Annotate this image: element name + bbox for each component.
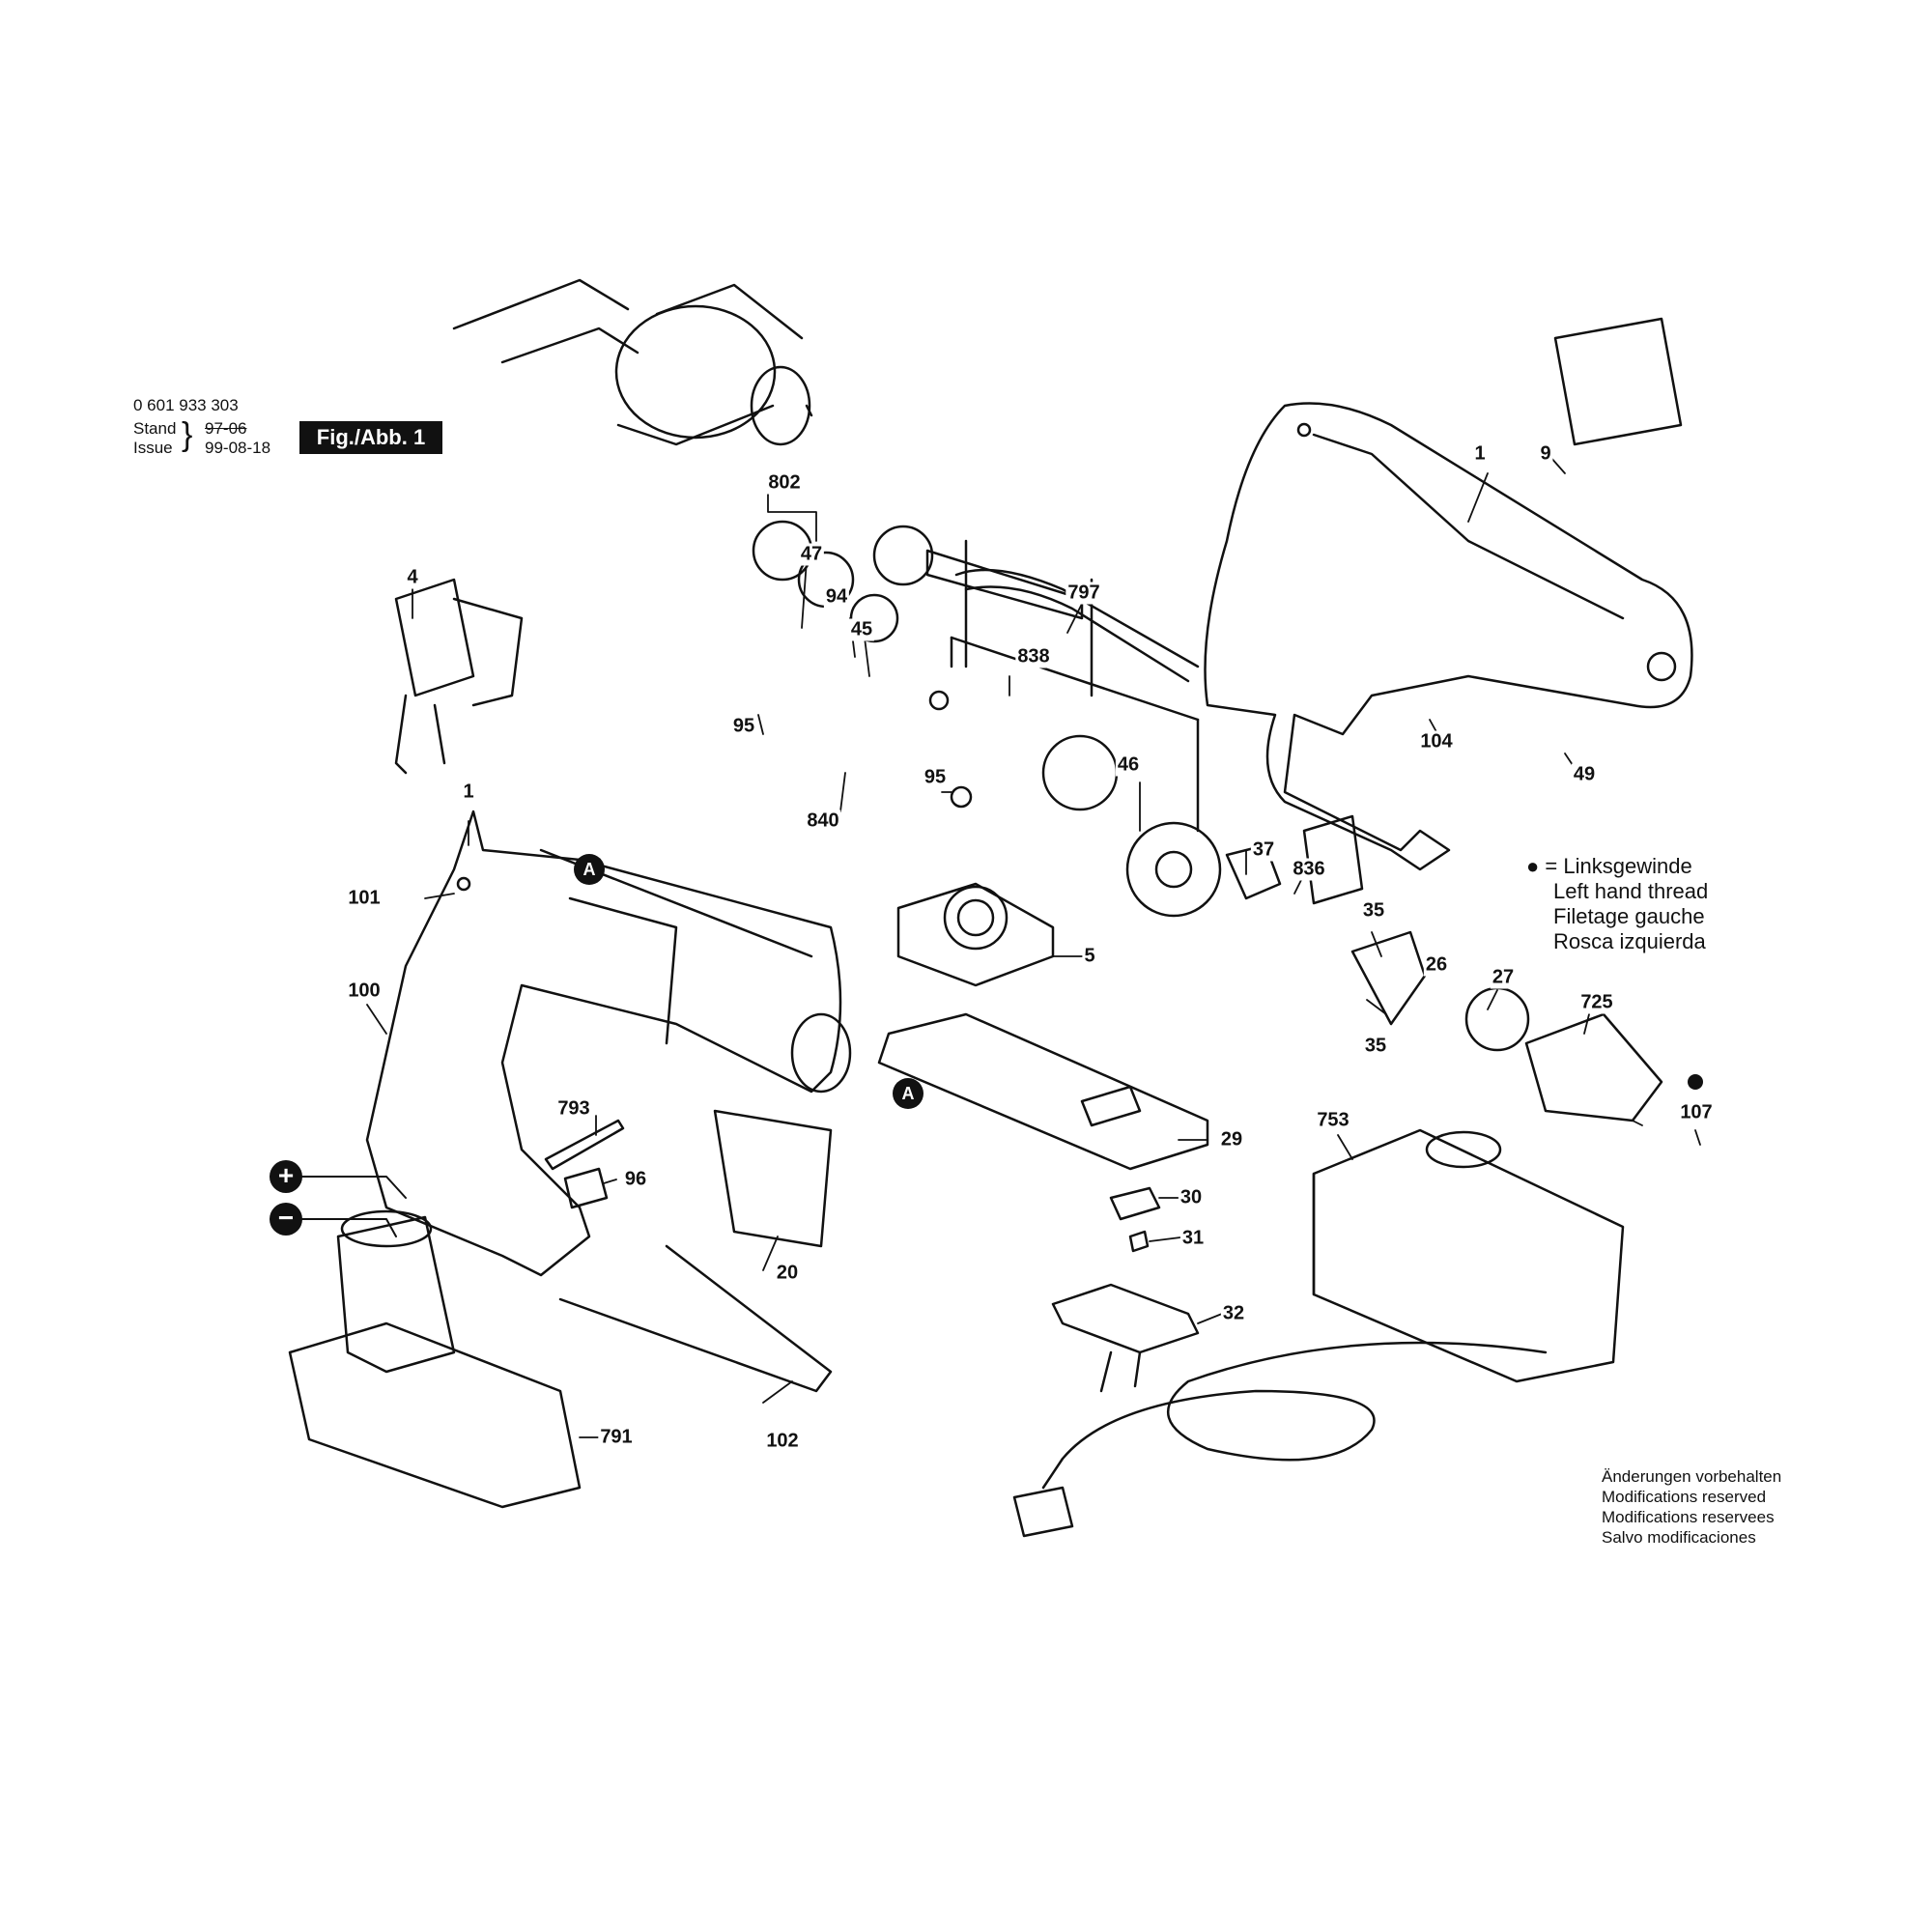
part-label: 27	[1490, 966, 1517, 989]
part-label: 35	[1362, 1035, 1389, 1058]
selector-slide	[896, 882, 1055, 987]
part-label: 94	[823, 585, 850, 609]
section-marker-a: A	[893, 1078, 923, 1109]
bit-holder	[544, 1119, 625, 1209]
part-label: 100	[346, 980, 383, 1003]
part-label: 95	[922, 766, 949, 789]
part-label: 1	[1472, 442, 1488, 466]
motor	[452, 278, 813, 446]
part-label: 840	[805, 810, 841, 833]
part-label: 46	[1115, 753, 1142, 777]
gearbox-parts	[752, 520, 1663, 1122]
part-label: 101	[346, 887, 383, 910]
legend-line-4: Rosca izquierda	[1553, 929, 1706, 953]
wire-clip	[558, 1244, 833, 1393]
part-label: 107	[1678, 1101, 1715, 1124]
part-label: 29	[1218, 1128, 1245, 1151]
part-number: 0 601 933 303	[133, 396, 239, 414]
legend-line-1: ● = Linksgewinde	[1526, 854, 1692, 878]
legend-line-2: Left hand thread	[1553, 879, 1709, 903]
part-label: 791	[598, 1426, 635, 1449]
bullet-icon: ●	[1526, 854, 1540, 878]
stand-label: Stand	[133, 419, 177, 438]
housing-half-left	[365, 810, 852, 1277]
part-label: 753	[1315, 1109, 1351, 1132]
note-line: Modifications reserved	[1602, 1488, 1767, 1506]
part-label: 30	[1178, 1186, 1205, 1209]
part-label: 95	[730, 715, 757, 738]
minus-icon: −	[270, 1203, 302, 1236]
brace-icon: }	[182, 416, 193, 453]
stand-value: 97-06	[205, 419, 247, 438]
part-label: 96	[622, 1168, 649, 1191]
part-label: 838	[1015, 645, 1052, 668]
switch	[394, 578, 524, 775]
part-label: 9	[1538, 442, 1553, 466]
part-label: 26	[1423, 953, 1450, 977]
part-label: 802	[766, 471, 803, 495]
wrist-strap	[954, 568, 1200, 683]
part-label: 793	[555, 1097, 592, 1121]
note-line: Modifications reservees	[1602, 1508, 1775, 1526]
charger	[1012, 1128, 1625, 1538]
section-marker-a: A	[574, 854, 605, 885]
part-label: 32	[1220, 1302, 1247, 1325]
part-label: 4	[405, 566, 420, 589]
legend-line-3: Filetage gauche	[1553, 904, 1705, 928]
part-label: 104	[1418, 730, 1455, 753]
part-label: 20	[774, 1262, 801, 1285]
issue-label: Issue	[133, 439, 173, 457]
part-label: 102	[764, 1430, 801, 1453]
part-label: 797	[1065, 582, 1102, 605]
housing-half-right	[1204, 317, 1693, 871]
part-label: 37	[1250, 838, 1277, 862]
note-line: Änderungen vorbehalten	[1602, 1467, 1782, 1486]
note-line: Salvo modificaciones	[1602, 1528, 1756, 1547]
part-label: 836	[1291, 858, 1327, 881]
part-label: 1	[461, 781, 476, 804]
left-hand-thread-marker	[1688, 1074, 1703, 1090]
part-label: 45	[848, 618, 875, 641]
bottom-cover	[877, 1012, 1209, 1171]
rating-plate	[713, 1109, 833, 1248]
figure-label: Fig./Abb. 1	[299, 421, 442, 454]
issue-value: 99-08-18	[205, 439, 271, 457]
battery-pack	[288, 1209, 582, 1509]
modification-notes: Änderungen vorbehalten Modifications res…	[1602, 1466, 1781, 1548]
brush-holder	[1051, 1186, 1200, 1393]
part-label: 35	[1360, 899, 1387, 923]
part-label: 5	[1082, 945, 1097, 968]
plus-icon: +	[270, 1160, 302, 1193]
legend: ● = Linksgewinde Left hand thread Fileta…	[1526, 854, 1708, 954]
part-label: 47	[798, 543, 825, 566]
part-label: 725	[1578, 991, 1615, 1014]
part-label: 49	[1571, 763, 1598, 786]
part-label: 31	[1179, 1227, 1207, 1250]
